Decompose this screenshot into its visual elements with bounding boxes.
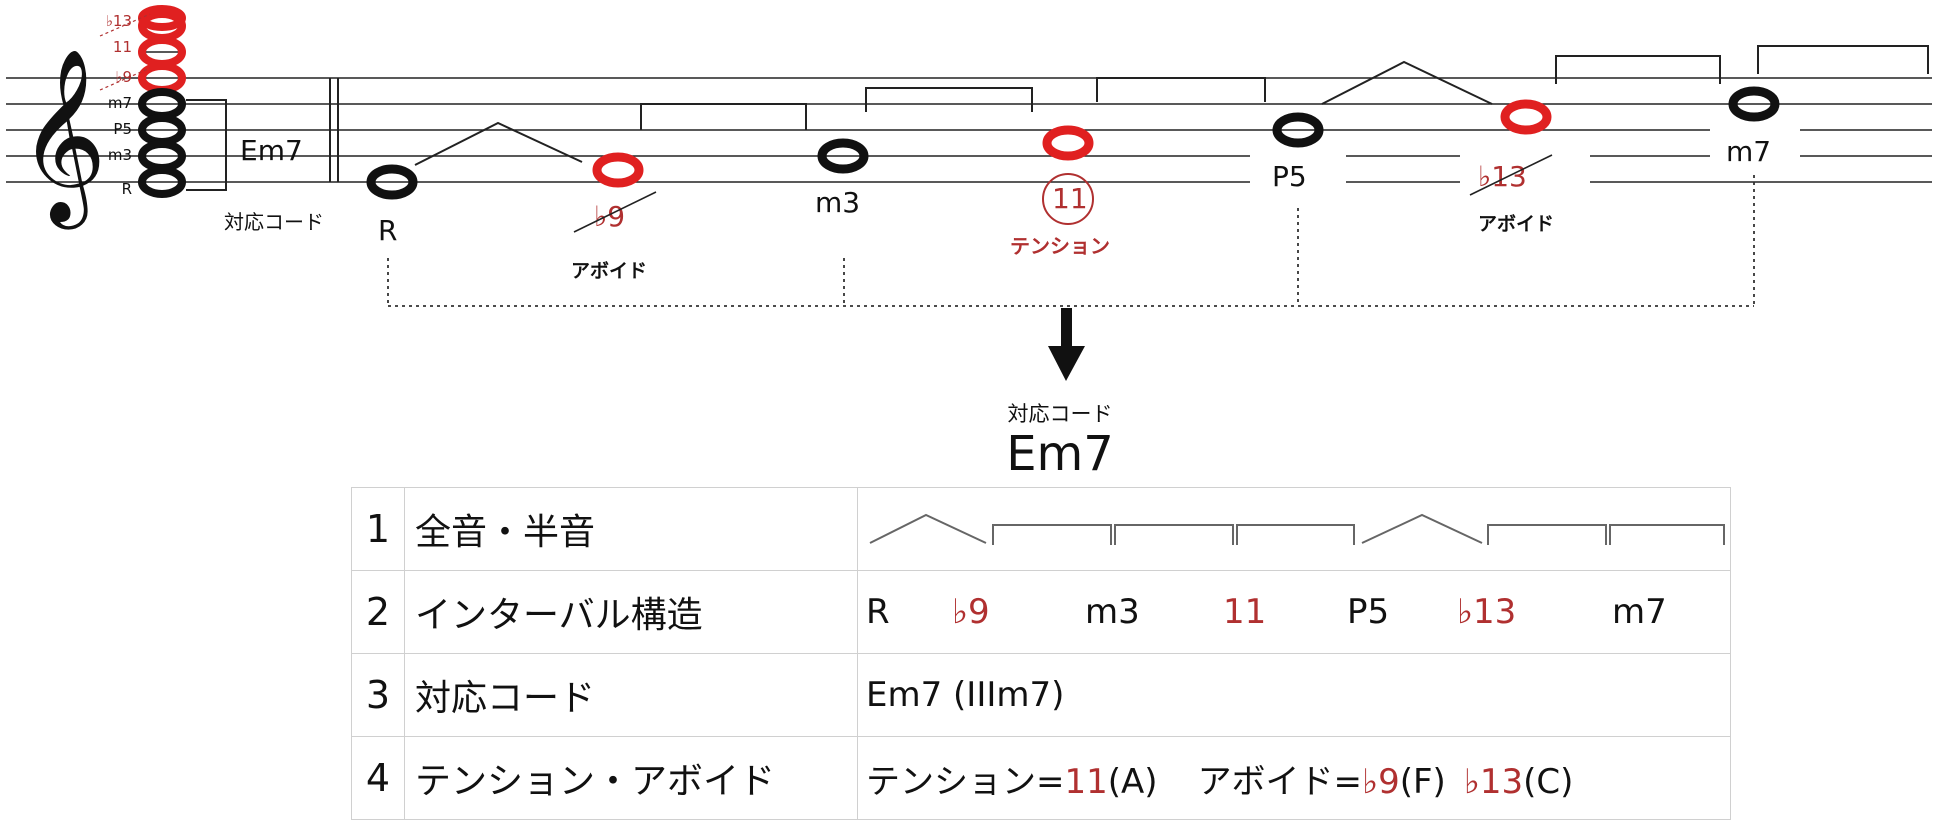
avoid-prefix: アボイド= [1197,761,1363,802]
note-label-11: 11 [1052,182,1088,215]
row-number: 3 [351,653,405,737]
row-label: 対応コード [404,653,858,737]
stack-label-r: R [122,180,132,198]
scale-diagram: 𝄞 ♭13 11 ♭9 m7 P5 m3 R Em7 対応コード [6,5,1932,381]
stack-label-p5: P5 [113,120,132,138]
tension-letter: (A) [1107,761,1158,802]
chord-caption: 対応コード [224,210,324,234]
staff-lines [6,25,1932,183]
step-pattern-cell [857,487,1731,571]
row-number: 2 [351,570,405,654]
down-arrow-icon [1048,308,1085,381]
avoid-letter-1: (F) [1399,761,1446,802]
row-number: 1 [351,487,405,571]
interval-r: R [866,592,890,632]
table-row: 4 テンション・アボイド テンション=11(A) アボイド=♭9(F) ♭13(C) [351,736,1731,820]
scale-notes [366,86,1780,200]
stack-label-b9: ♭9 [115,68,132,86]
chord-label: Em7 [240,134,303,167]
note-r [366,164,418,200]
tension-prefix: テンション= [866,761,1065,802]
treble-clef-icon: 𝄞 [18,48,107,230]
interval-b13: ♭13 [1457,592,1517,632]
note-labels: R ♭9 m3 11 P5 ♭13 m7 [378,135,1771,247]
tension-avoid-value: テンション=11(A) アボイド=♭9(F) ♭13(C) [857,736,1731,820]
row-label: インターバル構造 [404,570,858,654]
tension-circle [1042,173,1094,225]
table-row: 1 全音・半音 [351,487,1731,571]
note-label-b9: ♭9 [594,200,625,233]
label-backgrounds [1250,128,1800,190]
result-chord: Em7 [1006,426,1114,482]
interval-p5: P5 [1347,592,1390,632]
avoid-strikes [573,154,1553,233]
avoid-caption-2: アボイド [1478,213,1554,235]
step-markers [414,45,1929,166]
avoid-note-2: ♭13 [1463,761,1524,802]
note-11 [1042,125,1094,161]
dotted-bracket [387,175,1755,307]
interval-m3: m3 [1085,592,1140,632]
note-b9 [592,152,644,188]
row-number: 4 [351,736,405,820]
tension-caption: テンション [1010,234,1110,258]
tension-note: 11 [1064,761,1108,802]
note-p5 [1272,112,1324,148]
table-row: 3 対応コード Em7 (IIIm7) [351,653,1731,737]
avoid-note-1: ♭9 [1362,761,1400,802]
chord-bracket [186,99,227,191]
interval-m7: m7 [1612,592,1667,632]
step-pattern [869,513,1725,545]
interval-b9: ♭9 [952,592,990,632]
note-label-p5: P5 [1272,160,1307,193]
interval-structure: R ♭9 m3 11 P5 ♭13 m7 [857,570,1731,654]
note-b13 [1500,99,1552,135]
chord-value: Em7 (IIIm7) [857,653,1731,737]
note-label-m7: m7 [1726,135,1771,168]
chord-stack [138,5,186,198]
result-caption: 対応コード [1007,402,1113,426]
note-label-m3: m3 [815,186,860,219]
row-label: テンション・アボイド [404,736,858,820]
stack-label-m7: m7 [108,94,132,112]
note-m7 [1728,86,1780,122]
note-label-r: R [378,214,397,247]
double-barline [329,78,339,182]
stack-label-b13: ♭13 [106,12,132,30]
row-label: 全音・半音 [404,487,858,571]
info-table: 1 全音・半音 2 インターバル構造 R ♭9 m3 11 P5 ♭13 m7 3 [351,487,1731,820]
avoid-caption-1: アボイド [571,260,647,282]
table-row: 2 インターバル構造 R ♭9 m3 11 P5 ♭13 m7 [351,570,1731,654]
stack-label-11: 11 [113,38,132,56]
interval-11: 11 [1223,592,1267,632]
note-m3 [817,138,869,174]
stack-labels: ♭13 11 ♭9 m7 P5 m3 R [106,12,132,198]
stack-label-m3: m3 [108,146,132,164]
avoid-letter-2: (C) [1523,761,1574,802]
